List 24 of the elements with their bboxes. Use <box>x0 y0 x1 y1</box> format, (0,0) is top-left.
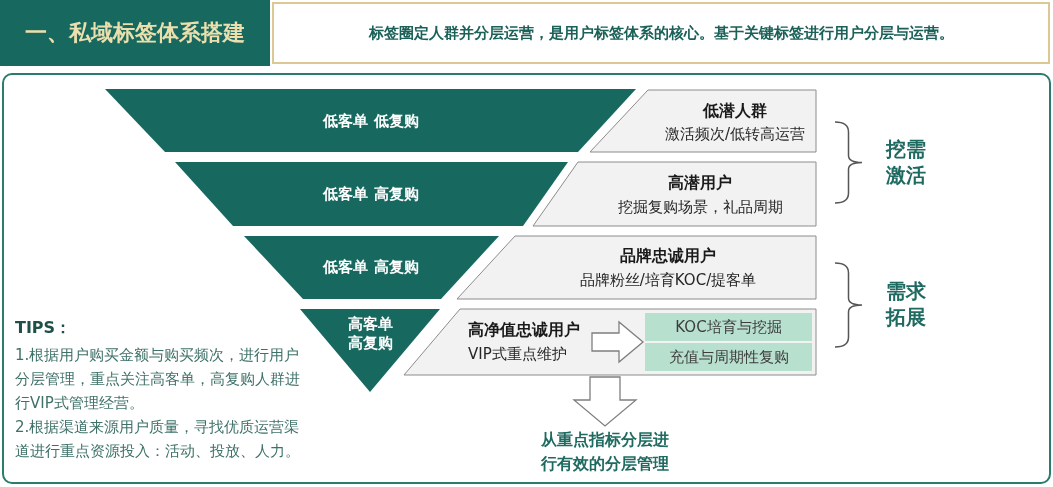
section-title: 一、私域标签体系搭建 <box>0 0 270 66</box>
summary-banner: 标签圈定人群并分层运营，是用户标签体系的核心。基于关键标签进行用户分层与运营。 <box>272 2 1050 64</box>
segment-description: 品牌粉丝/培育KOC/提客单 <box>579 270 757 290</box>
bracket-label: 需求拓展 <box>886 278 927 330</box>
strategy-tag: KOC培育与挖掘 <box>645 313 812 341</box>
strategy-tag: 充值与周期性复购 <box>645 343 812 371</box>
tip-text: 1.根据用户购买金额与购买频次，进行用户分层管理，重点关注高客单，高复购人群进行VIP式管理经营。 <box>15 345 301 414</box>
block-arrow <box>591 320 644 364</box>
block-arrow <box>572 376 638 427</box>
segment-title: 高净值忠诚用户 <box>468 319 580 341</box>
segment-description: VIP式重点维护 <box>468 344 567 364</box>
segment-description: 激活频次/低转高运营 <box>664 124 806 144</box>
segment-title: 高潜用户 <box>668 172 732 194</box>
segment-label: 低客单 高复购 <box>323 184 419 204</box>
segment-label: 低客单 低复购 <box>323 111 419 131</box>
segment-label: 低客单 高复购 <box>323 257 419 277</box>
segment-title: 品牌忠诚用户 <box>620 245 716 267</box>
segment-title: 低潜人群 <box>703 100 767 122</box>
tip-text: 2.根据渠道来源用户质量，寻找优质运营渠道进行重点资源投入：活动、投放、人力。 <box>15 417 301 462</box>
segment-description: 挖掘复购场景，礼品周期 <box>617 197 783 217</box>
conclusion-text: 从重点指标分层进行有效的分层管理 <box>540 428 670 476</box>
tips-heading: TIPS： <box>15 317 72 339</box>
bracket-label: 挖需激活 <box>886 136 927 188</box>
segment-label: 高客单高复购 <box>346 315 394 353</box>
